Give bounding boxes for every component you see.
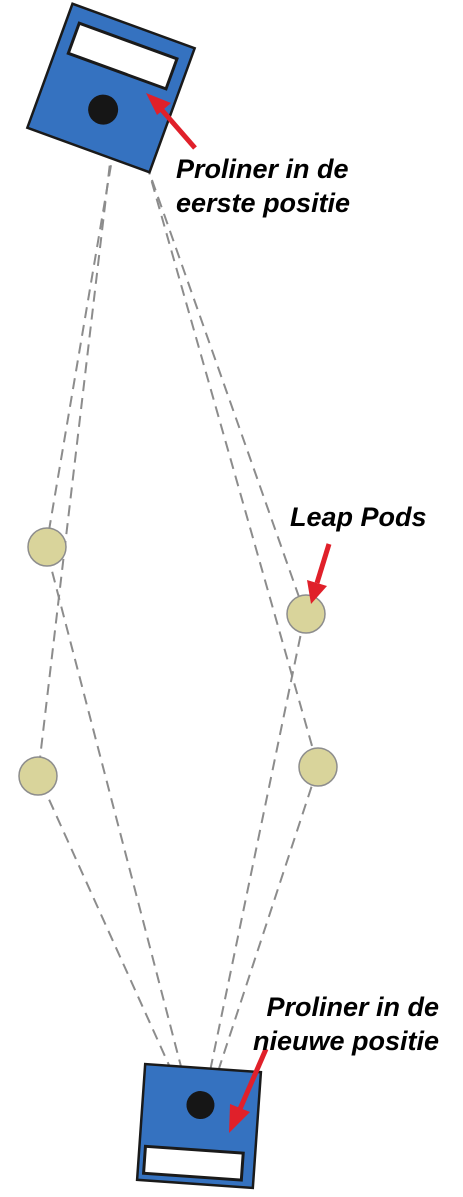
sight-line — [45, 111, 121, 549]
label-new-position: Proliner in de nieuwe positie — [253, 990, 439, 1058]
proliner-new-position — [135, 1062, 263, 1190]
callout-arrow-leap-pods — [307, 543, 332, 604]
proliner-first-position — [25, 2, 197, 174]
sight-line — [131, 111, 319, 768]
callout-arrow-new-position — [229, 1048, 269, 1133]
sight-line — [37, 774, 188, 1106]
label-new-position-line-1: Proliner in de — [266, 992, 440, 1022]
sight-line — [202, 613, 306, 1106]
leap-pod — [286, 594, 326, 634]
leap-pod — [27, 527, 67, 567]
sight-lines-first-position — [37, 111, 319, 776]
sight-line — [206, 766, 319, 1106]
label-new-position-line-2: nieuwe positie — [253, 1026, 440, 1056]
proliner-display — [141, 1144, 245, 1182]
label-first-position-line-2: eerste positie — [176, 188, 351, 218]
leap-pod — [298, 747, 338, 787]
leap-pod — [18, 756, 58, 796]
sight-line — [37, 111, 117, 776]
label-first-position-line-1: Proliner in de — [176, 154, 349, 184]
callout-arrow-first-position — [146, 93, 197, 150]
label-first-position: Proliner in de eerste positie — [176, 152, 350, 220]
label-leap-pods: Leap Pods — [290, 502, 427, 532]
proliner-body — [25, 2, 197, 174]
proliner-camera-icon — [88, 94, 119, 125]
sight-lines-new-position — [37, 547, 319, 1106]
proliner-camera-icon — [186, 1091, 215, 1120]
leap-pods — [18, 527, 338, 796]
sight-line — [45, 547, 192, 1106]
proliner-display — [66, 21, 179, 91]
